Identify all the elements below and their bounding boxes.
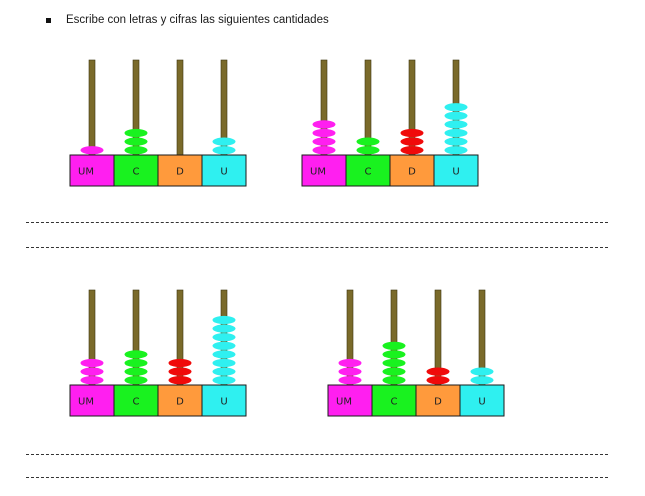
place-label-u: U <box>220 167 227 178</box>
place-box-um <box>69 384 115 417</box>
answer-line-2 <box>26 247 608 248</box>
bead-um <box>312 120 336 129</box>
bead-u <box>212 315 236 325</box>
place-label-u: U <box>220 397 227 408</box>
bead-u <box>444 137 468 146</box>
place-box-u <box>201 154 247 187</box>
bead-u <box>212 367 236 376</box>
bead-u <box>212 358 236 368</box>
bead-u <box>470 376 494 385</box>
place-label-c: C <box>365 167 372 178</box>
place-box-u <box>459 384 505 417</box>
bead-um <box>312 137 336 146</box>
place-label-d: D <box>176 397 184 408</box>
bead-u <box>212 350 236 359</box>
bead-c <box>124 137 148 146</box>
bead-c <box>382 367 406 376</box>
place-label-um: UM <box>310 167 326 178</box>
place-box-c <box>113 154 159 187</box>
bead-c <box>124 376 148 385</box>
bead-u <box>444 103 468 112</box>
bead-um <box>80 376 104 385</box>
abacus-1: UM C D U <box>69 50 247 187</box>
bead-d <box>400 137 424 146</box>
bead-d <box>168 376 192 385</box>
place-label-c: C <box>133 167 140 178</box>
place-box-d <box>157 384 203 417</box>
bead-um <box>80 146 104 155</box>
bead-d <box>168 358 192 368</box>
bead-c <box>382 350 406 359</box>
abacus-4: UM C D U <box>327 280 505 417</box>
bead-c <box>124 146 148 155</box>
bead-um <box>338 376 362 385</box>
bead-d <box>168 367 192 376</box>
bead-u <box>444 120 468 129</box>
bead-u <box>212 341 236 350</box>
bead-um <box>80 358 104 368</box>
abacus-svg: UM C D U <box>301 59 479 187</box>
bead-um <box>338 367 362 376</box>
place-box-u <box>433 154 479 187</box>
place-label-c: C <box>391 397 398 408</box>
place-box-c <box>345 154 391 187</box>
place-box-d <box>415 384 461 417</box>
bead-c <box>124 128 148 138</box>
place-label-u: U <box>478 397 485 408</box>
bead-u <box>212 324 236 333</box>
place-box-um <box>69 154 115 187</box>
bead-c <box>124 358 148 368</box>
square-bullet-icon <box>46 17 51 23</box>
place-label-c: C <box>133 397 140 408</box>
bead-u <box>444 111 468 120</box>
bead-c <box>356 146 380 155</box>
bead-c <box>382 341 406 350</box>
place-box-c <box>371 384 417 417</box>
bead-c <box>124 367 148 376</box>
bead-u <box>470 367 494 376</box>
place-label-d: D <box>176 167 184 178</box>
answer-line-1 <box>26 222 608 223</box>
bead-um <box>80 367 104 376</box>
bead-d <box>426 376 450 385</box>
bead-um <box>312 146 336 155</box>
bead-u <box>444 128 468 138</box>
bead-d <box>426 367 450 376</box>
instruction: Escribe con letras y cifras las siguient… <box>46 14 329 26</box>
abacus-svg: UM C D U <box>327 289 505 417</box>
place-box-um <box>301 154 347 187</box>
bead-c <box>356 137 380 146</box>
answer-line-3 <box>26 454 608 455</box>
abacus-3: UM C D U <box>69 280 247 417</box>
bead-c <box>382 376 406 385</box>
bead-um <box>338 358 362 368</box>
bead-c <box>124 350 148 359</box>
place-label-um: UM <box>78 167 94 178</box>
bead-u <box>212 146 236 155</box>
place-label-d: D <box>434 397 442 408</box>
abacus-svg: UM C D U <box>69 289 247 417</box>
abacus-svg: UM C D U <box>69 59 247 187</box>
bead-u <box>212 376 236 385</box>
answer-line-4 <box>26 477 608 478</box>
bead-u <box>212 333 236 342</box>
place-box-um <box>327 384 373 417</box>
place-box-u <box>201 384 247 417</box>
instruction-text: Escribe con letras y cifras las siguient… <box>66 14 329 26</box>
bead-um <box>312 128 336 138</box>
bead-c <box>382 358 406 368</box>
place-box-c <box>113 384 159 417</box>
place-label-u: U <box>452 167 459 178</box>
rod-d <box>176 59 184 156</box>
place-label-um: UM <box>336 397 352 408</box>
abacus-2: UM C D U <box>301 50 479 187</box>
bead-d <box>400 128 424 138</box>
bead-u <box>212 137 236 146</box>
rod-um <box>88 59 96 156</box>
bead-u <box>444 146 468 155</box>
place-label-um: UM <box>78 397 94 408</box>
bead-d <box>400 146 424 155</box>
place-label-d: D <box>408 167 416 178</box>
